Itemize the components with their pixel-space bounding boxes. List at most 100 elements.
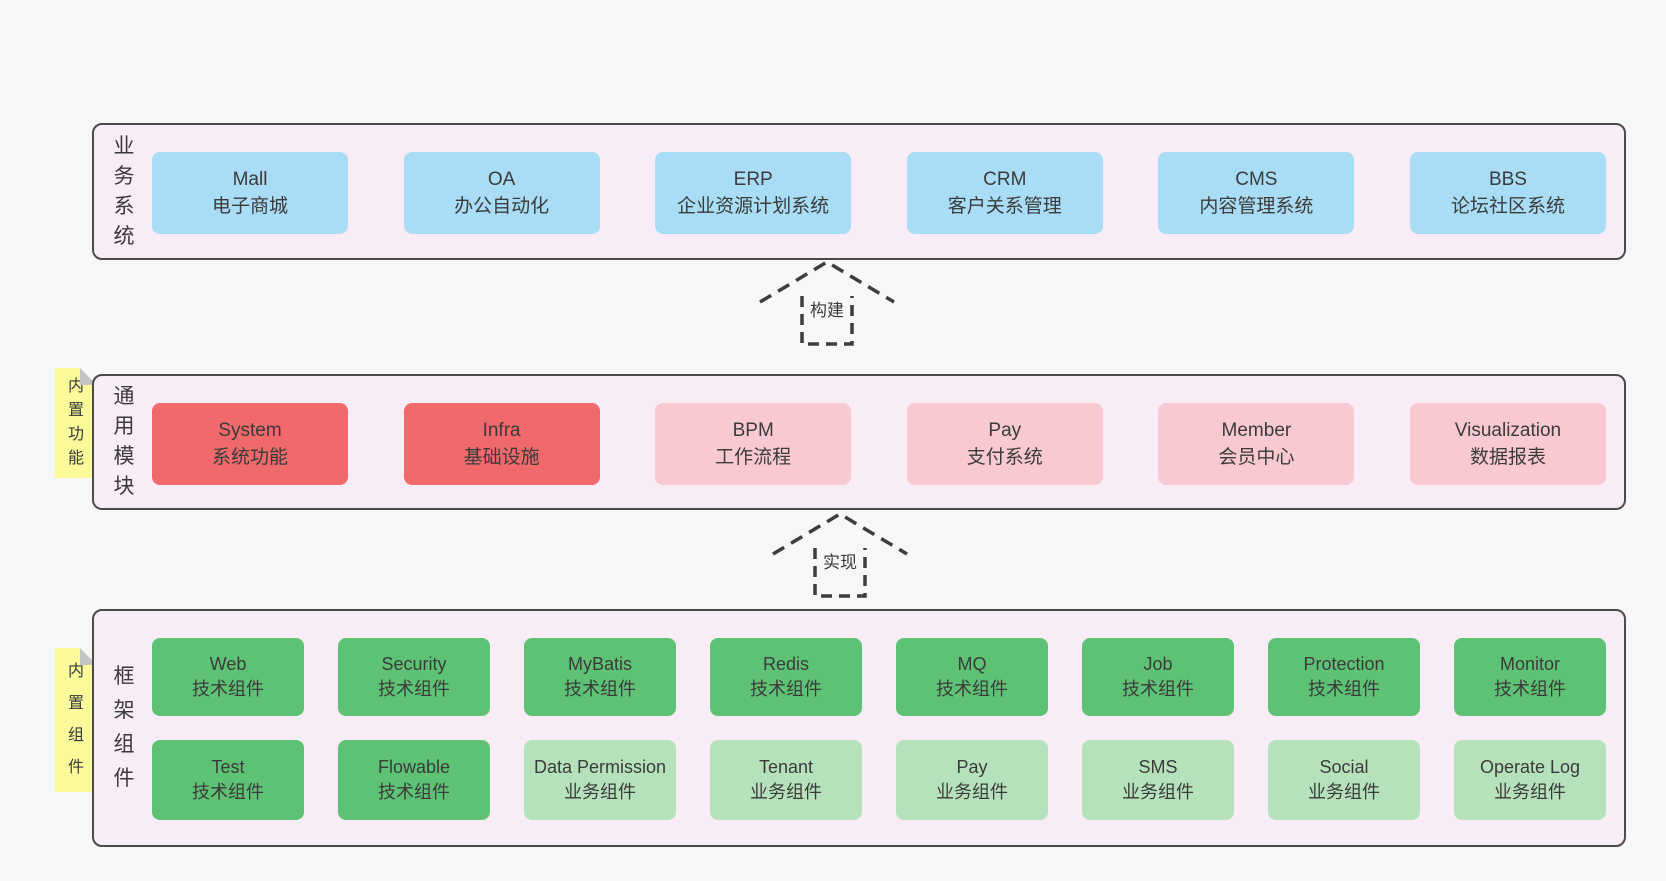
box-title: Operate Log <box>1479 757 1581 777</box>
box-oa: OA 办公自动化 <box>403 152 600 234</box>
box-subtitle: 技术组件 <box>1494 679 1566 699</box>
box-title: Flowable <box>377 757 451 777</box>
box-subtitle: 技术组件 <box>750 679 822 699</box>
layer-title-text: 业务系统 <box>113 134 135 248</box>
box-subtitle: 技术组件 <box>936 679 1008 699</box>
box-title: Redis <box>762 654 810 674</box>
box-subtitle: 数据报表 <box>1469 447 1546 468</box>
components-row-2: Test 技术组件 Flowable 技术组件 Data Permission … <box>152 740 1606 820</box>
box-subtitle: 办公自动化 <box>454 196 550 217</box>
box-subtitle: 内容管理系统 <box>1199 196 1314 217</box>
layer-title-modules: 通用模块 <box>102 376 146 508</box>
box-pay: Pay 支付系统 <box>906 403 1103 485</box>
box-title: CMS <box>1235 169 1278 190</box>
box-subtitle: 系统功能 <box>211 447 288 468</box>
box-title: System <box>218 420 282 441</box>
box-subtitle: 技术组件 <box>378 679 450 699</box>
box-subtitle: 企业资源计划系统 <box>677 196 830 217</box>
up-arrow-implement: 实现 <box>770 508 910 600</box>
box-subtitle: 论坛社区系统 <box>1450 196 1565 217</box>
box-crm: CRM 客户关系管理 <box>906 152 1103 234</box>
box-title: Visualization <box>1454 420 1562 441</box>
box-subtitle: 技术组件 <box>1308 679 1380 699</box>
box-subtitle: 业务组件 <box>936 782 1008 802</box>
box-title: Member <box>1221 420 1292 441</box>
box-title: Data Permission <box>533 757 667 777</box>
sticky-label: 内置组件 <box>67 663 84 776</box>
box-subtitle: 业务组件 <box>1122 782 1194 802</box>
box-test: Test 技术组件 <box>152 740 304 820</box>
box-title: BPM <box>732 420 774 441</box>
box-title: MQ <box>957 654 987 674</box>
box-subtitle: 客户关系管理 <box>947 196 1062 217</box>
modules-boxes-row: System 系统功能 Infra 基础设施 BPM 工作流程 Pay 支付系统… <box>152 403 1606 485</box>
box-title: Job <box>1143 654 1173 674</box>
sticky-note-built-in-features: 内置功能 <box>55 368 97 478</box>
business-boxes-row: Mall 电子商城 OA 办公自动化 ERP 企业资源计划系统 CRM 客户关系… <box>152 152 1606 234</box>
box-subtitle: 技术组件 <box>1122 679 1194 699</box>
box-title: Test <box>211 757 245 777</box>
dashed-up-arrow-icon <box>759 259 895 346</box>
box-title: Pay <box>988 420 1022 441</box>
box-subtitle: 业务组件 <box>750 782 822 802</box>
box-sms: SMS 业务组件 <box>1082 740 1234 820</box>
box-flowable: Flowable 技术组件 <box>338 740 490 820</box>
box-security: Security 技术组件 <box>338 638 490 716</box>
layer-title-business: 业务系统 <box>102 125 146 258</box>
box-erp: ERP 企业资源计划系统 <box>655 152 852 234</box>
sticky-label: 内置功能 <box>67 378 84 467</box>
box-bbs: BBS 论坛社区系统 <box>1409 152 1606 234</box>
box-title: Security <box>381 654 447 674</box>
box-title: Protection <box>1303 654 1385 674</box>
box-subtitle: 业务组件 <box>1308 782 1380 802</box>
components-row-1: Web 技术组件 Security 技术组件 MyBatis 技术组件 Redi… <box>152 638 1606 716</box>
box-cms: CMS 内容管理系统 <box>1158 152 1355 234</box>
business-systems-layer: 业务系统 Mall 电子商城 OA 办公自动化 ERP 企业资源计划系统 CRM… <box>92 123 1626 260</box>
dashed-up-arrow-icon <box>772 511 908 598</box>
arrow-label: 构建 <box>810 301 844 320</box>
box-subtitle: 工作流程 <box>715 447 792 468</box>
box-monitor: Monitor 技术组件 <box>1454 638 1606 716</box>
box-title: Tenant <box>758 757 814 777</box>
box-protection: Protection 技术组件 <box>1268 638 1420 716</box>
box-mq: MQ 技术组件 <box>896 638 1048 716</box>
box-web: Web 技术组件 <box>152 638 304 716</box>
common-modules-layer: 通用模块 System 系统功能 Infra 基础设施 BPM 工作流程 Pay… <box>92 374 1626 510</box>
layer-title-components: 框架组件 <box>102 611 146 845</box>
sticky-note-built-in-components: 内置组件 <box>55 648 97 792</box>
box-infra: Infra 基础设施 <box>403 403 600 485</box>
framework-components-layer: 框架组件 Web 技术组件 Security 技术组件 MyBatis 技术组件… <box>92 609 1626 847</box>
box-tenant: Tenant 业务组件 <box>710 740 862 820</box>
box-subtitle: 技术组件 <box>378 782 450 802</box>
box-title: Mall <box>232 169 268 190</box>
box-operate-log: Operate Log 业务组件 <box>1454 740 1606 820</box>
box-subtitle: 电子商城 <box>211 196 288 217</box>
arrow-label: 实现 <box>823 553 857 572</box>
box-pay-business: Pay 业务组件 <box>896 740 1048 820</box>
box-mybatis: MyBatis 技术组件 <box>524 638 676 716</box>
box-bpm: BPM 工作流程 <box>655 403 852 485</box>
box-title: BBS <box>1488 169 1527 190</box>
box-subtitle: 业务组件 <box>1494 782 1566 802</box>
box-title: CRM <box>983 169 1027 190</box>
box-title: Web <box>209 654 247 674</box>
box-title: MyBatis <box>567 654 632 674</box>
box-title: Pay <box>956 757 988 777</box>
box-title: ERP <box>733 169 773 190</box>
box-mall: Mall 电子商城 <box>152 152 348 234</box>
box-job: Job 技术组件 <box>1082 638 1234 716</box>
box-subtitle: 技术组件 <box>192 782 264 802</box>
box-title: OA <box>487 169 516 190</box>
box-title: Social <box>1319 757 1369 777</box>
layer-title-text: 框架组件 <box>113 665 135 790</box>
box-system: System 系统功能 <box>152 403 348 485</box>
box-redis: Redis 技术组件 <box>710 638 862 716</box>
box-subtitle: 技术组件 <box>192 679 264 699</box>
box-title: SMS <box>1138 757 1178 777</box>
box-subtitle: 技术组件 <box>564 679 636 699</box>
box-title: Monitor <box>1499 654 1561 674</box>
box-subtitle: 基础设施 <box>463 447 540 468</box>
layer-title-text: 通用模块 <box>113 385 135 498</box>
box-subtitle: 业务组件 <box>564 782 636 802</box>
box-subtitle: 支付系统 <box>966 447 1043 468</box>
